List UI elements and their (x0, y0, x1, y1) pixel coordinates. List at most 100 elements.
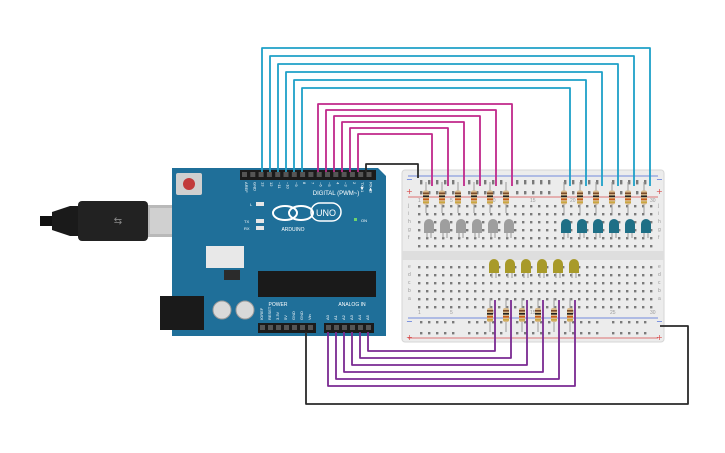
breadboard-hole[interactable] (618, 213, 621, 216)
resistor[interactable] (535, 298, 541, 332)
breadboard-hole[interactable] (594, 266, 597, 269)
breadboard-hole[interactable] (516, 180, 519, 183)
breadboard-hole[interactable] (418, 237, 421, 240)
breadboard-hole[interactable] (428, 180, 431, 183)
breadboard-hole[interactable] (602, 245, 605, 248)
breadboard-hole[interactable] (474, 266, 477, 269)
header-pin[interactable] (308, 325, 313, 330)
breadboard-hole[interactable] (626, 290, 629, 293)
breadboard-hole[interactable] (594, 298, 597, 301)
breadboard-hole[interactable] (570, 221, 573, 224)
breadboard-hole[interactable] (586, 290, 589, 293)
breadboard-hole[interactable] (516, 321, 519, 324)
breadboard-hole[interactable] (428, 332, 431, 335)
resistor[interactable] (593, 182, 599, 213)
breadboard-hole[interactable] (500, 182, 503, 185)
jumper-wire[interactable] (365, 163, 419, 178)
breadboard-hole[interactable] (490, 205, 493, 208)
breadboard-hole[interactable] (546, 266, 549, 269)
breadboard-hole[interactable] (476, 321, 479, 324)
breadboard-hole[interactable] (618, 282, 621, 285)
wires[interactable] (261, 47, 689, 405)
breadboard-hole[interactable] (642, 290, 645, 293)
breadboard-hole[interactable] (522, 290, 525, 293)
breadboard-hole[interactable] (492, 192, 495, 195)
breadboard-hole[interactable] (490, 298, 493, 301)
breadboard-hole[interactable] (532, 180, 535, 183)
breadboard-hole[interactable] (628, 180, 631, 183)
breadboard-hole[interactable] (554, 298, 557, 301)
breadboard-hole[interactable] (562, 205, 565, 208)
breadboard-hole[interactable] (436, 192, 439, 195)
header-pin[interactable] (291, 172, 297, 177)
breadboard-hole[interactable] (482, 221, 485, 224)
breadboard-hole[interactable] (450, 229, 453, 232)
breadboard-hole[interactable] (458, 274, 461, 277)
jumper-wire[interactable] (325, 109, 497, 186)
breadboard-hole[interactable] (562, 306, 565, 309)
resistor[interactable] (567, 298, 573, 332)
breadboard-hole[interactable] (564, 321, 567, 324)
breadboard-hole[interactable] (506, 290, 509, 293)
breadboard-hole[interactable] (474, 290, 477, 293)
led-yellow[interactable] (553, 259, 563, 278)
breadboard-hole[interactable] (482, 213, 485, 216)
breadboard-hole[interactable] (586, 245, 589, 248)
breadboard-hole[interactable] (434, 306, 437, 309)
breadboard-hole[interactable] (634, 213, 637, 216)
breadboard-hole[interactable] (482, 229, 485, 232)
breadboard-hole[interactable] (530, 221, 533, 224)
breadboard-hole[interactable] (572, 182, 575, 185)
breadboard-hole[interactable] (564, 182, 567, 185)
breadboard-hole[interactable] (602, 298, 605, 301)
breadboard-hole[interactable] (580, 180, 583, 183)
breadboard-hole[interactable] (506, 298, 509, 301)
breadboard-hole[interactable] (450, 221, 453, 224)
breadboard-hole[interactable] (490, 282, 493, 285)
breadboard-hole[interactable] (580, 332, 583, 335)
header-pin[interactable] (358, 325, 363, 330)
breadboard-hole[interactable] (546, 274, 549, 277)
header-pin[interactable] (250, 172, 256, 177)
breadboard-hole[interactable] (434, 237, 437, 240)
breadboard-hole[interactable] (522, 237, 525, 240)
breadboard-hole[interactable] (554, 205, 557, 208)
breadboard-hole[interactable] (578, 306, 581, 309)
breadboard-hole[interactable] (434, 205, 437, 208)
breadboard-hole[interactable] (580, 321, 583, 324)
breadboard-hole[interactable] (516, 182, 519, 185)
breadboard-hole[interactable] (476, 180, 479, 183)
breadboard-hole[interactable] (530, 205, 533, 208)
breadboard-hole[interactable] (466, 282, 469, 285)
breadboard-hole[interactable] (634, 266, 637, 269)
breadboard-hole[interactable] (516, 192, 519, 195)
breadboard-hole[interactable] (506, 245, 509, 248)
breadboard-hole[interactable] (554, 245, 557, 248)
breadboard-hole[interactable] (586, 282, 589, 285)
breadboard-hole[interactable] (546, 205, 549, 208)
jumper-wire[interactable] (333, 115, 481, 186)
breadboard-hole[interactable] (562, 213, 565, 216)
led-yellow[interactable] (537, 259, 547, 278)
breadboard-hole[interactable] (634, 290, 637, 293)
header-pin[interactable] (260, 325, 265, 330)
led-blue[interactable] (593, 219, 603, 238)
breadboard-hole[interactable] (434, 221, 437, 224)
breadboard-hole[interactable] (466, 237, 469, 240)
breadboard-hole[interactable] (554, 306, 557, 309)
resistor[interactable] (625, 182, 631, 213)
breadboard-hole[interactable] (628, 321, 631, 324)
header-pin[interactable] (242, 172, 247, 177)
breadboard-hole[interactable] (554, 221, 557, 224)
breadboard-hole[interactable] (626, 306, 629, 309)
breadboard-hole[interactable] (418, 205, 421, 208)
breadboard-hole[interactable] (498, 274, 501, 277)
header-pin[interactable] (266, 172, 272, 177)
breadboard-hole[interactable] (452, 192, 455, 195)
breadboard-hole[interactable] (562, 274, 565, 277)
breadboard-hole[interactable] (436, 182, 439, 185)
breadboard-hole[interactable] (426, 205, 429, 208)
breadboard-hole[interactable] (610, 245, 613, 248)
breadboard-hole[interactable] (450, 205, 453, 208)
